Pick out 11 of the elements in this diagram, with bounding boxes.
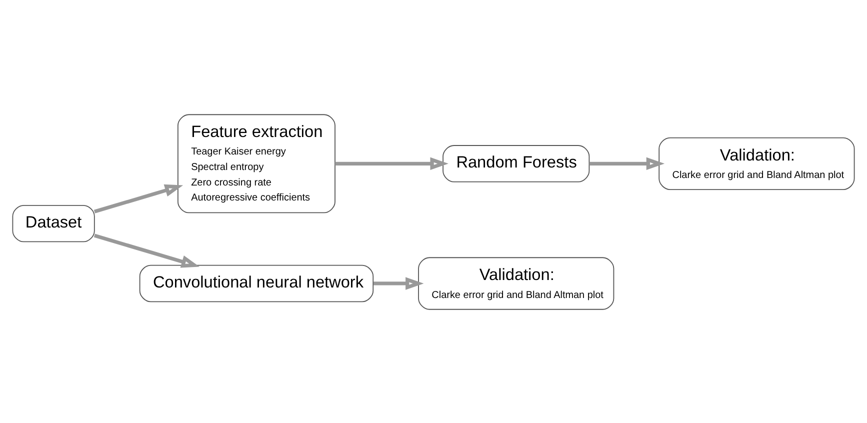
node-box: Random Forests (442, 144, 590, 182)
node-box: Dataset (12, 204, 95, 242)
node-box: Validation: Clarke error grid and Bland Altman plot (418, 256, 614, 310)
node-box: Convolutional neural network (139, 264, 374, 302)
arrow (94, 233, 200, 268)
arrow (94, 184, 184, 213)
node-box: Feature extraction Teager Kaiser energy Spectral entropy Zero crossing rate Autoregressive coefficients (177, 114, 336, 213)
node-box: Validation: Clarke error grid and Bland Altman plot (658, 136, 855, 190)
arrow (589, 156, 665, 170)
arrow (373, 276, 424, 290)
arrow (335, 156, 448, 170)
